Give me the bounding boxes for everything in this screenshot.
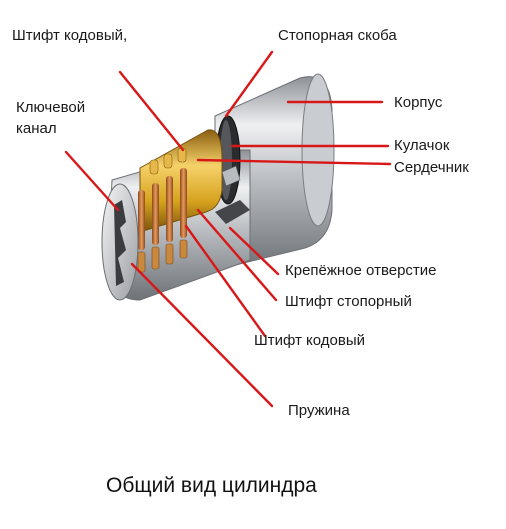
leader-lines xyxy=(64,50,392,408)
label-key-channel-line2: канал xyxy=(16,120,57,137)
label-stop-pin: Штифт стопорный xyxy=(285,293,412,310)
leader-core xyxy=(196,158,392,166)
label-cam: Кулачок xyxy=(394,137,450,154)
leader-code-pin-bottom xyxy=(184,224,267,338)
leader-mount-hole xyxy=(228,226,280,276)
code-pin-heads xyxy=(149,147,187,175)
leader-code-pin-top xyxy=(118,70,185,152)
label-code-pin-top: Штифт кодовый, xyxy=(12,27,128,44)
cam xyxy=(221,165,241,187)
leader-retaining-clip xyxy=(224,50,274,118)
label-spring: Пружина xyxy=(288,402,350,419)
leader-stop-pin xyxy=(196,208,278,302)
diagram-caption: Общий вид цилиндра xyxy=(106,474,317,497)
leader-spring xyxy=(130,262,274,408)
label-mount-hole: Крепёжное отверстие xyxy=(285,262,437,279)
label-body: Корпус xyxy=(394,94,443,111)
key-channel xyxy=(101,183,139,301)
label-key-channel-line1: Ключевой xyxy=(16,99,86,116)
leader-key-channel xyxy=(64,150,120,212)
label-code-pin-bottom: Штифт кодовый xyxy=(254,332,366,349)
label-core: Сердечник xyxy=(394,159,469,176)
label-retaining-clip: Стопорная скоба xyxy=(278,27,397,44)
